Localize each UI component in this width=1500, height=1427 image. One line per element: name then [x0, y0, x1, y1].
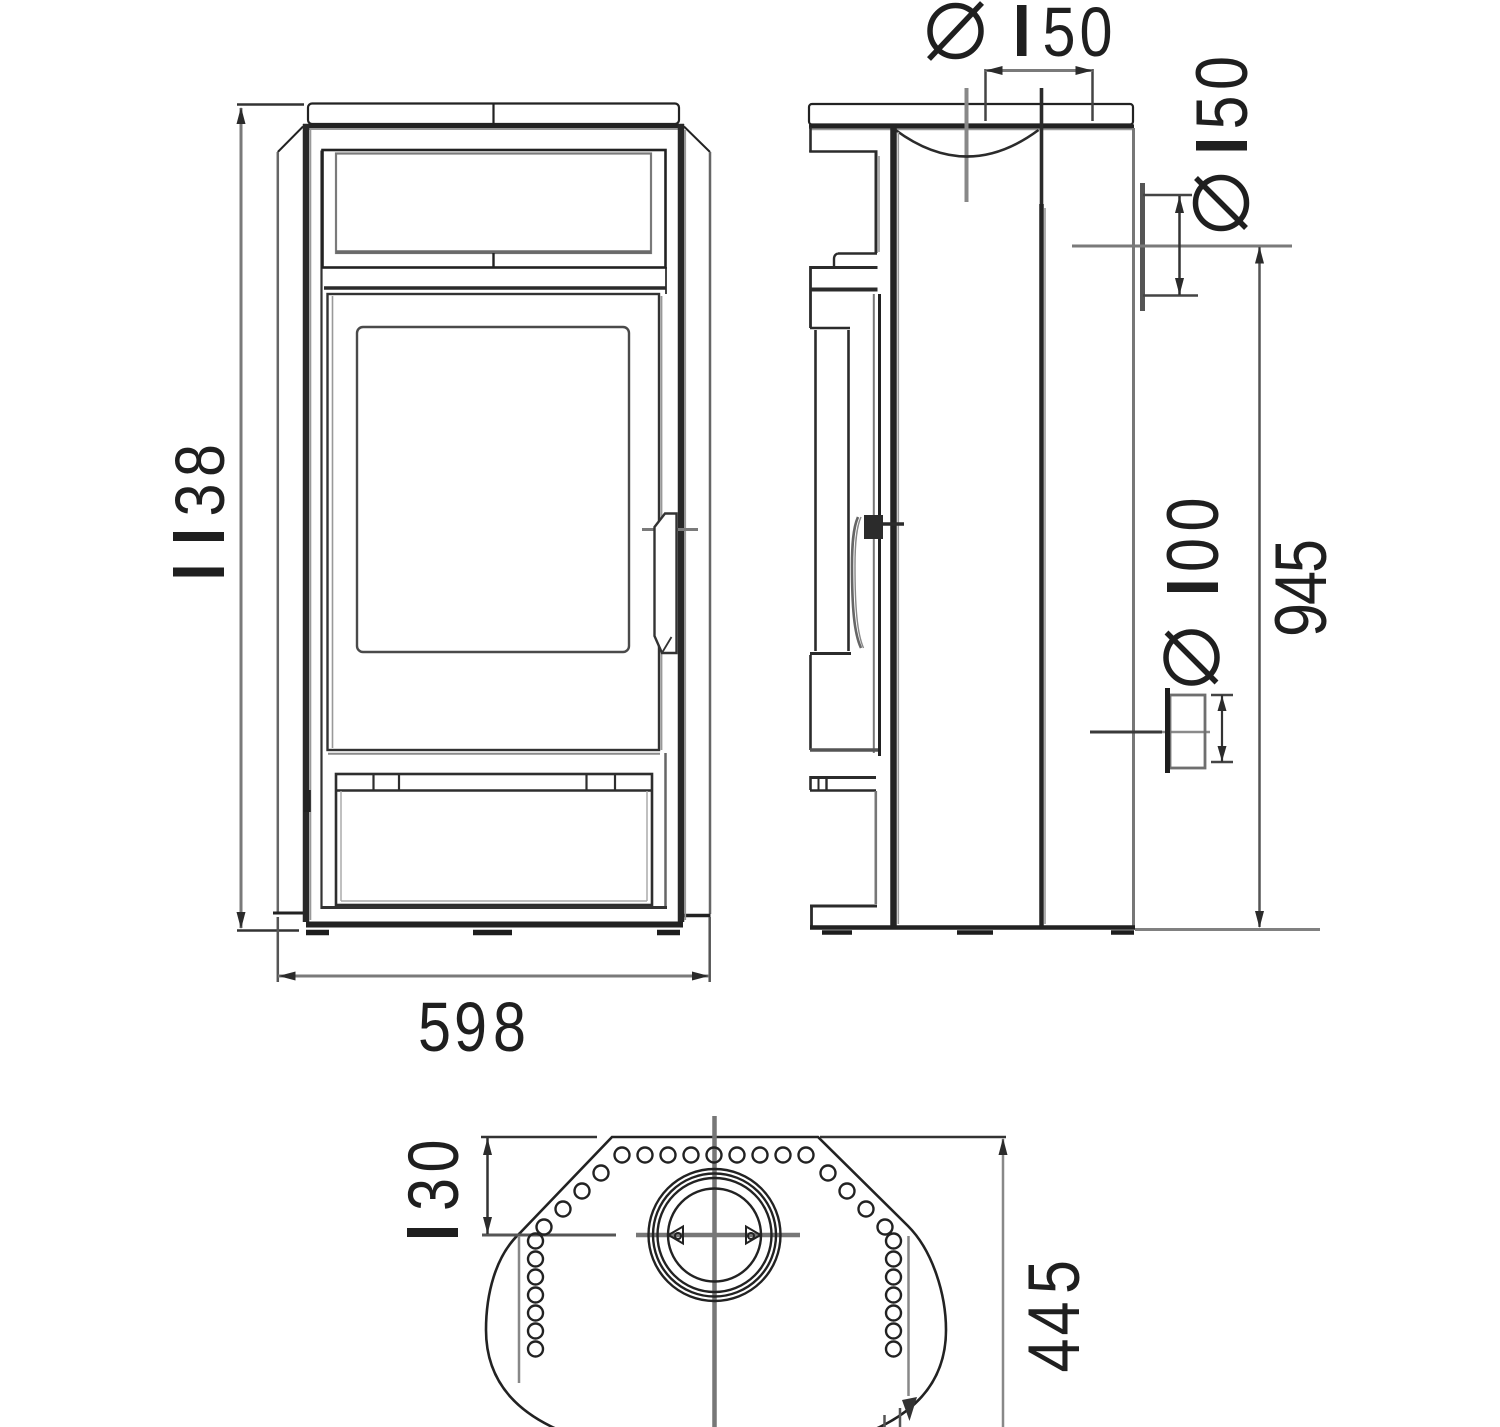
svg-text:5: 5	[1043, 0, 1076, 71]
svg-text:3: 3	[161, 484, 239, 517]
svg-text:0: 0	[1080, 0, 1113, 71]
svg-text:4: 4	[1014, 1339, 1095, 1373]
svg-text:5: 5	[1261, 539, 1342, 573]
svg-text:4: 4	[1014, 1302, 1095, 1336]
svg-text:5: 5	[1014, 1260, 1095, 1294]
svg-text:9: 9	[454, 988, 487, 1066]
svg-text:8: 8	[493, 988, 526, 1066]
svg-text:0: 0	[1153, 498, 1234, 532]
svg-text:3: 3	[395, 1178, 474, 1211]
svg-text:0: 0	[395, 1140, 474, 1173]
svg-text:0: 0	[1153, 538, 1234, 572]
svg-text:5: 5	[1182, 96, 1263, 130]
svg-text:8: 8	[161, 444, 239, 477]
svg-text:5: 5	[418, 988, 451, 1066]
svg-text:0: 0	[1182, 56, 1263, 90]
svg-text:4: 4	[1261, 571, 1342, 605]
svg-text:9: 9	[1261, 603, 1342, 637]
